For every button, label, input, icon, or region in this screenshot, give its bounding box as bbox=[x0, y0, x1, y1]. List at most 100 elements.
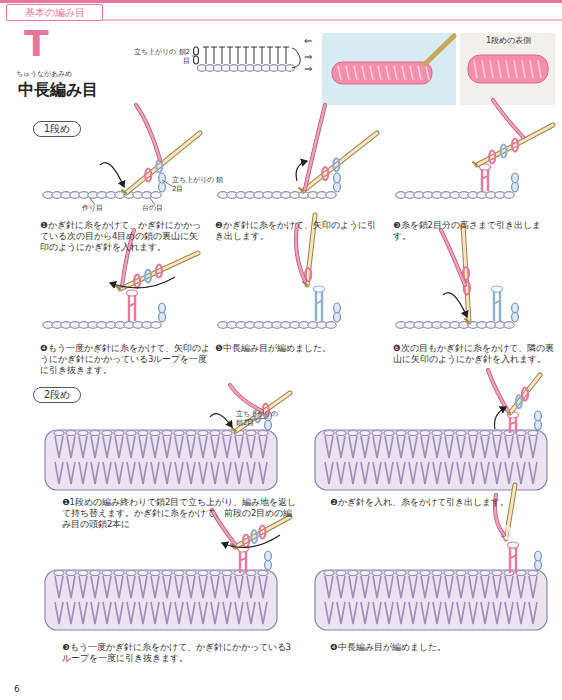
loop-on-hook bbox=[501, 145, 507, 158]
fabric-stitch bbox=[325, 602, 333, 624]
fabric-stitch bbox=[433, 602, 441, 624]
fabric-stitch bbox=[325, 462, 333, 484]
fabric-stitch bbox=[349, 462, 357, 484]
fabric-stitch bbox=[199, 436, 207, 458]
fabric-stitch bbox=[349, 436, 357, 458]
fabric-stitch bbox=[385, 576, 393, 598]
fabric-stitch bbox=[151, 462, 159, 484]
fabric-top-chain bbox=[420, 571, 430, 576]
swatch-texture bbox=[482, 60, 485, 78]
hook-tip bbox=[299, 188, 303, 191]
fabric-stitch bbox=[409, 602, 417, 624]
fabric-stitch bbox=[373, 602, 381, 624]
loop-on-hook bbox=[333, 158, 339, 171]
fabric-top-chain bbox=[432, 431, 442, 436]
fabric-top-chain bbox=[384, 431, 394, 436]
hook-outline bbox=[235, 517, 290, 547]
direction-arrow-symbol: ⇒ bbox=[304, 62, 320, 75]
fabric-stitch bbox=[409, 462, 417, 484]
fabric-stitch bbox=[79, 462, 87, 484]
fabric-stitch bbox=[409, 576, 417, 598]
stitch-post bbox=[510, 417, 516, 433]
hook-tip bbox=[122, 190, 126, 193]
fabric-stitch bbox=[91, 602, 99, 624]
fabric-top-chain bbox=[492, 431, 502, 436]
loop-on-hook bbox=[504, 526, 510, 539]
fabric-top-chain bbox=[162, 571, 172, 576]
fabric-stitch bbox=[481, 576, 489, 598]
fabric-stitch bbox=[349, 576, 357, 598]
fabric-stitch bbox=[517, 462, 525, 484]
fabric-stitch bbox=[55, 602, 63, 624]
fabric-stitch bbox=[223, 436, 231, 458]
swatch-texture bbox=[490, 60, 493, 78]
crochet-hook bbox=[510, 375, 540, 413]
hdc-symbol-bar bbox=[283, 47, 289, 48]
fabric-top-chain bbox=[348, 571, 358, 576]
fabric-top-chain bbox=[246, 571, 256, 576]
fabric-stitch bbox=[67, 576, 75, 598]
fabric-stitch bbox=[199, 462, 207, 484]
chain-symbol bbox=[194, 56, 199, 64]
yarn-over-wrap bbox=[481, 176, 489, 179]
turning-chain bbox=[334, 303, 341, 313]
fabric-top-chain bbox=[384, 571, 394, 576]
fabric-stitch bbox=[529, 576, 537, 598]
fabric-stitch bbox=[115, 462, 123, 484]
fabric-stitch bbox=[211, 602, 219, 624]
loop-on-hook bbox=[145, 270, 151, 283]
fabric-stitch bbox=[469, 462, 477, 484]
loop-on-hook bbox=[243, 535, 249, 548]
fabric-top-chain bbox=[246, 431, 256, 436]
fabric-stitch bbox=[337, 436, 345, 458]
fabric-stitch bbox=[223, 576, 231, 598]
fabric-top-chain bbox=[408, 571, 418, 576]
hook-tip bbox=[465, 319, 469, 322]
fabric-top-chain bbox=[348, 431, 358, 436]
fabric-stitch bbox=[175, 602, 183, 624]
swatch-texture bbox=[378, 66, 381, 80]
fabric-stitch bbox=[385, 436, 393, 458]
fabric-stitch bbox=[55, 462, 63, 484]
fabric-stitch bbox=[115, 576, 123, 598]
crochet-hook bbox=[120, 253, 198, 289]
fabric-stitch bbox=[445, 462, 453, 484]
fabric-top-chain bbox=[162, 431, 172, 436]
fabric-stitch bbox=[247, 462, 255, 484]
hdc-symbol bbox=[238, 47, 239, 64]
fabric-stitch bbox=[337, 576, 345, 598]
fabric-stitch bbox=[151, 436, 159, 458]
fabric-top-chain bbox=[150, 431, 160, 436]
fabric-stitch bbox=[445, 576, 453, 598]
fabric-top-chain bbox=[336, 431, 346, 436]
page-title: 中長編み目 bbox=[18, 80, 98, 101]
fabric-stitch bbox=[259, 602, 267, 624]
chain-stitch bbox=[151, 192, 161, 199]
direction-arrow bbox=[296, 161, 307, 181]
node-text: 2段め bbox=[40, 388, 74, 402]
fabric-stitch bbox=[529, 602, 537, 624]
hdc-symbol bbox=[206, 47, 207, 64]
loop-on-hook bbox=[522, 388, 528, 401]
fabric-stitch bbox=[433, 436, 441, 458]
row-pill: 2段め bbox=[33, 387, 81, 403]
fabric-top-chain bbox=[54, 431, 64, 436]
yarn-over-wrap bbox=[509, 422, 517, 424]
fabric-stitch bbox=[505, 576, 513, 598]
fabric-stitch bbox=[397, 576, 405, 598]
step-caption: ❸糸を鎖2目分の高さまで引き出します。 bbox=[393, 220, 558, 242]
fabric-stitch bbox=[235, 462, 243, 484]
stitch-post bbox=[482, 169, 488, 191]
fabric-top-chain bbox=[210, 571, 220, 576]
header-band bbox=[0, 0, 562, 3]
crochet-swatch bbox=[332, 62, 432, 84]
fabric-stitch bbox=[55, 436, 63, 458]
fabric-stitch bbox=[469, 576, 477, 598]
fabric-stitch bbox=[361, 462, 369, 484]
fabric-top-chain bbox=[54, 571, 64, 576]
fabric-stitch bbox=[163, 602, 171, 624]
fabric-stitch bbox=[115, 602, 123, 624]
crochet-swatch bbox=[468, 55, 548, 83]
fabric-stitch bbox=[211, 576, 219, 598]
